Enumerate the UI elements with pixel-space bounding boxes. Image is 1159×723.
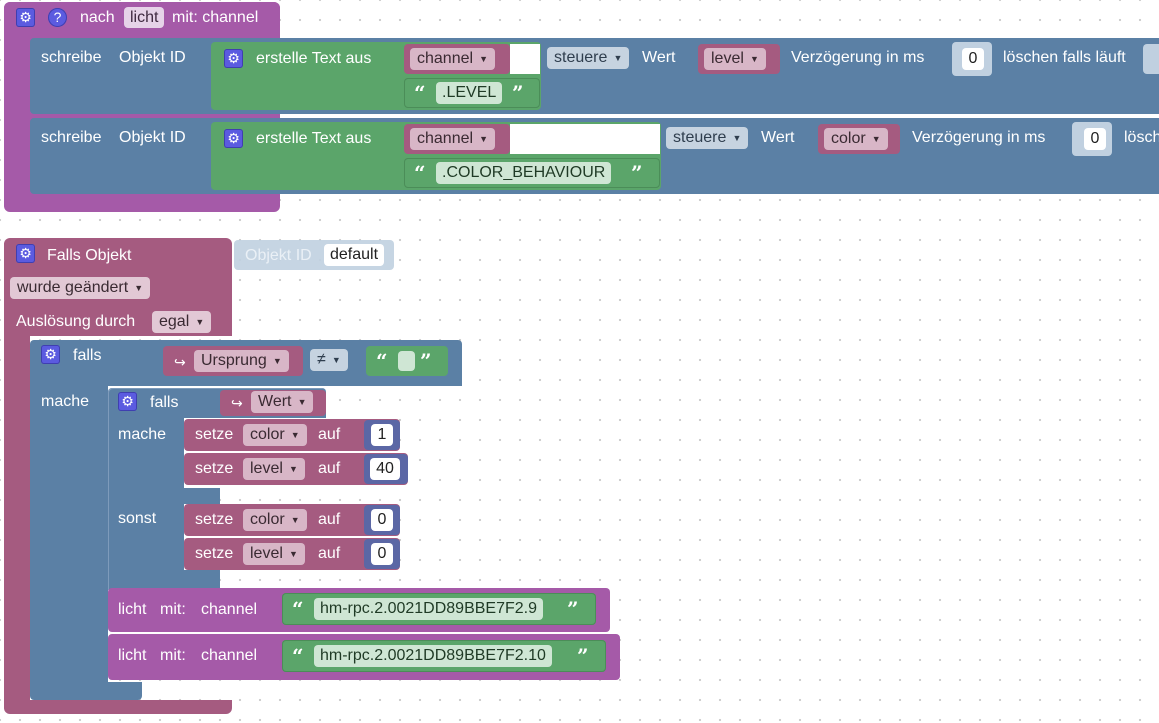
chevron-down-icon: ▼ (749, 54, 759, 64)
chevron-down-icon: ▼ (288, 464, 298, 474)
chevron-down-icon: ▼ (479, 54, 489, 64)
set-variable-dropdown[interactable]: level▼ (243, 543, 305, 565)
delay-label: Verzögerung in ms (791, 49, 925, 66)
quote-close-icon: ” (577, 644, 589, 668)
call-label: licht (118, 601, 147, 618)
gear-icon[interactable]: ⚙ (224, 49, 243, 68)
delay-input[interactable]: 0 (1084, 128, 1106, 150)
mode-dropdown[interactable]: steuere▼ (547, 47, 630, 69)
change-type-dropdown[interactable]: wurde geändert▼ (10, 277, 151, 299)
call-label: licht (118, 647, 147, 664)
arrow-icon: ↪ (174, 354, 186, 370)
number-input[interactable]: 0 (371, 509, 393, 531)
write-label: schreibe (41, 49, 102, 66)
set-variable-dropdown[interactable]: level▼ (243, 458, 305, 480)
arrow-icon: ↪ (231, 395, 243, 411)
objid-label: Objekt ID (119, 49, 186, 66)
text-field-level[interactable]: .LEVEL (436, 82, 503, 104)
to-label: auf (318, 511, 341, 528)
checkbox-block[interactable] (1143, 44, 1159, 74)
text-join-label: erstelle Text aus (256, 130, 372, 147)
delay-input[interactable]: 0 (962, 48, 984, 70)
to-label: auf (318, 426, 341, 443)
set-label: setze (195, 511, 234, 528)
if-label: falls (73, 347, 102, 364)
set-variable-dropdown[interactable]: color▼ (243, 509, 307, 531)
do-label: mache (118, 426, 167, 443)
set-variable-dropdown[interactable]: color▼ (243, 424, 307, 446)
quote-close-icon: ” (567, 597, 579, 621)
trigger-type-dropdown[interactable]: egal▼ (152, 311, 212, 333)
variable-dropdown-level[interactable]: level▼ (704, 48, 766, 70)
question-icon[interactable]: ? (48, 8, 67, 27)
quote-open-icon: “ (414, 161, 426, 185)
chevron-down-icon: ▼ (134, 283, 144, 293)
chevron-down-icon: ▼ (290, 515, 300, 525)
if-label: falls (150, 394, 179, 411)
chevron-down-icon: ▼ (297, 397, 307, 407)
mode-dropdown[interactable]: steuere▼ (666, 127, 749, 149)
call-param-label: channel (201, 601, 258, 618)
chevron-down-icon: ▼ (479, 134, 489, 144)
delay-label: Verzögerung in ms (912, 129, 1046, 146)
quote-close-icon: ” (512, 81, 524, 105)
variable-dropdown-color[interactable]: color▼ (824, 128, 888, 150)
trigger-label: Falls Objekt (47, 247, 132, 264)
variable-dropdown-channel[interactable]: channel▼ (410, 128, 496, 150)
operator-dropdown[interactable]: ≠▼ (310, 349, 348, 371)
set-label: setze (195, 426, 234, 443)
quote-open-icon: “ (376, 349, 388, 373)
write-label: schreibe (41, 129, 102, 146)
chevron-down-icon: ▼ (290, 430, 300, 440)
procedure-suffix: mit: channel (172, 9, 259, 26)
procedure-name-field[interactable]: licht (124, 7, 165, 28)
to-label: auf (318, 460, 341, 477)
variable-dropdown-ursprung[interactable]: Ursprung▼ (194, 350, 289, 372)
text-field-channel-9[interactable]: hm-rpc.2.0021DD89BBE7F2.9 (314, 598, 543, 620)
set-label: setze (195, 460, 234, 477)
wert-label: Wert (642, 49, 676, 66)
number-input[interactable]: 0 (371, 543, 393, 565)
gear-icon[interactable]: ⚙ (16, 8, 35, 27)
call-param-label: channel (201, 647, 258, 664)
chevron-down-icon: ▼ (288, 549, 298, 559)
variable-dropdown-channel[interactable]: channel▼ (410, 48, 496, 70)
clear-label: löschen falls läuft (1003, 49, 1126, 66)
text-field-color-behaviour[interactable]: .COLOR_BEHAVIOUR (436, 162, 612, 184)
quote-close-icon: ” (631, 161, 643, 185)
else-label: sonst (118, 510, 157, 527)
gear-icon[interactable]: ⚙ (118, 392, 137, 411)
chevron-down-icon: ▼ (195, 317, 205, 327)
number-input[interactable]: 40 (370, 458, 400, 480)
quote-open-icon: “ (292, 597, 304, 621)
chevron-down-icon: ▼ (331, 355, 341, 365)
variable-dropdown-wert[interactable]: Wert▼ (251, 391, 314, 413)
objid-label: Objekt ID (119, 129, 186, 146)
set-label: setze (195, 545, 234, 562)
call-mit-label: mit: (160, 647, 186, 664)
chevron-down-icon: ▼ (272, 356, 282, 366)
number-input[interactable]: 1 (371, 424, 393, 446)
gear-icon[interactable]: ⚙ (41, 345, 60, 364)
empty-text-field[interactable] (398, 351, 415, 371)
call-mit-label: mit: (160, 601, 186, 618)
do-label: mache (41, 393, 90, 410)
chevron-down-icon: ▼ (732, 133, 742, 143)
text-field-channel-10[interactable]: hm-rpc.2.0021DD89BBE7F2.10 (314, 645, 552, 667)
objid-label: Objekt ID (245, 247, 312, 264)
wert-label: Wert (761, 129, 795, 146)
text-join-label: erstelle Text aus (256, 50, 372, 67)
quote-open-icon: “ (292, 644, 304, 668)
quote-close-icon: ” (420, 349, 432, 373)
trigger-type-label: Auslösung durch (16, 313, 136, 330)
gear-icon[interactable]: ⚙ (224, 129, 243, 148)
quote-open-icon: “ (414, 81, 426, 105)
gear-icon[interactable]: ⚙ (16, 244, 35, 263)
chevron-down-icon: ▼ (871, 134, 881, 144)
to-label: auf (318, 545, 341, 562)
clear-label: lösch (1124, 129, 1159, 146)
chevron-down-icon: ▼ (613, 53, 623, 63)
procedure-prefix: nach (80, 9, 115, 26)
objid-value[interactable]: default (324, 244, 385, 266)
